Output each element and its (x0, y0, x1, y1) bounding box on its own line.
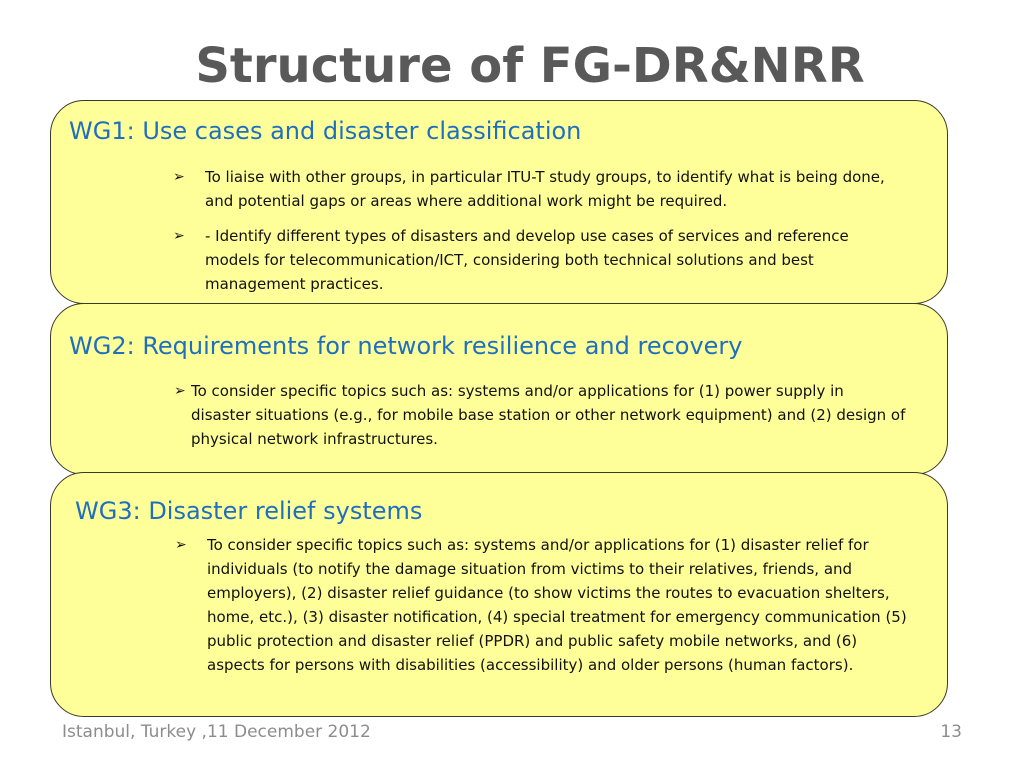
wg1-box: WG1: Use cases and disaster classificati… (50, 100, 948, 304)
wg3-bullet-1-text: To consider specific topics such as: sys… (207, 536, 907, 674)
wg1-bullet-1-text: To liaise with other groups, in particul… (205, 168, 885, 210)
wg2-title: WG2: Requirements for network resilience… (69, 332, 743, 360)
wg2-bullet-1: ➢ To consider specific topics such as: s… (174, 379, 906, 451)
wg1-bullet-2: ➢ - Identify different types of disaster… (173, 224, 905, 296)
wg1-bullet-1: ➢ To liaise with other groups, in partic… (173, 165, 905, 213)
wg3-title: WG3: Disaster relief systems (75, 497, 423, 525)
slide-number: 13 (940, 722, 962, 742)
wg3-box: WG3: Disaster relief systems ➢ To consid… (50, 472, 948, 717)
slide-title: Structure of FG-DR&NRR (195, 38, 865, 94)
footer-location-date: Istanbul, Turkey ,11 December 2012 (62, 722, 371, 742)
arrow-bullet-icon: ➢ (175, 537, 187, 553)
wg1-title: WG1: Use cases and disaster classificati… (69, 117, 582, 145)
wg3-bullet-1: ➢ To consider specific topics such as: s… (175, 533, 919, 677)
arrow-bullet-icon: ➢ (173, 169, 185, 185)
wg2-bullet-1-text: To consider specific topics such as: sys… (191, 382, 906, 448)
wg2-box: WG2: Requirements for network resilience… (50, 303, 948, 475)
arrow-bullet-icon: ➢ (173, 228, 185, 244)
arrow-bullet-icon: ➢ (174, 383, 186, 399)
wg1-bullet-2-text: - Identify different types of disasters … (205, 227, 849, 293)
